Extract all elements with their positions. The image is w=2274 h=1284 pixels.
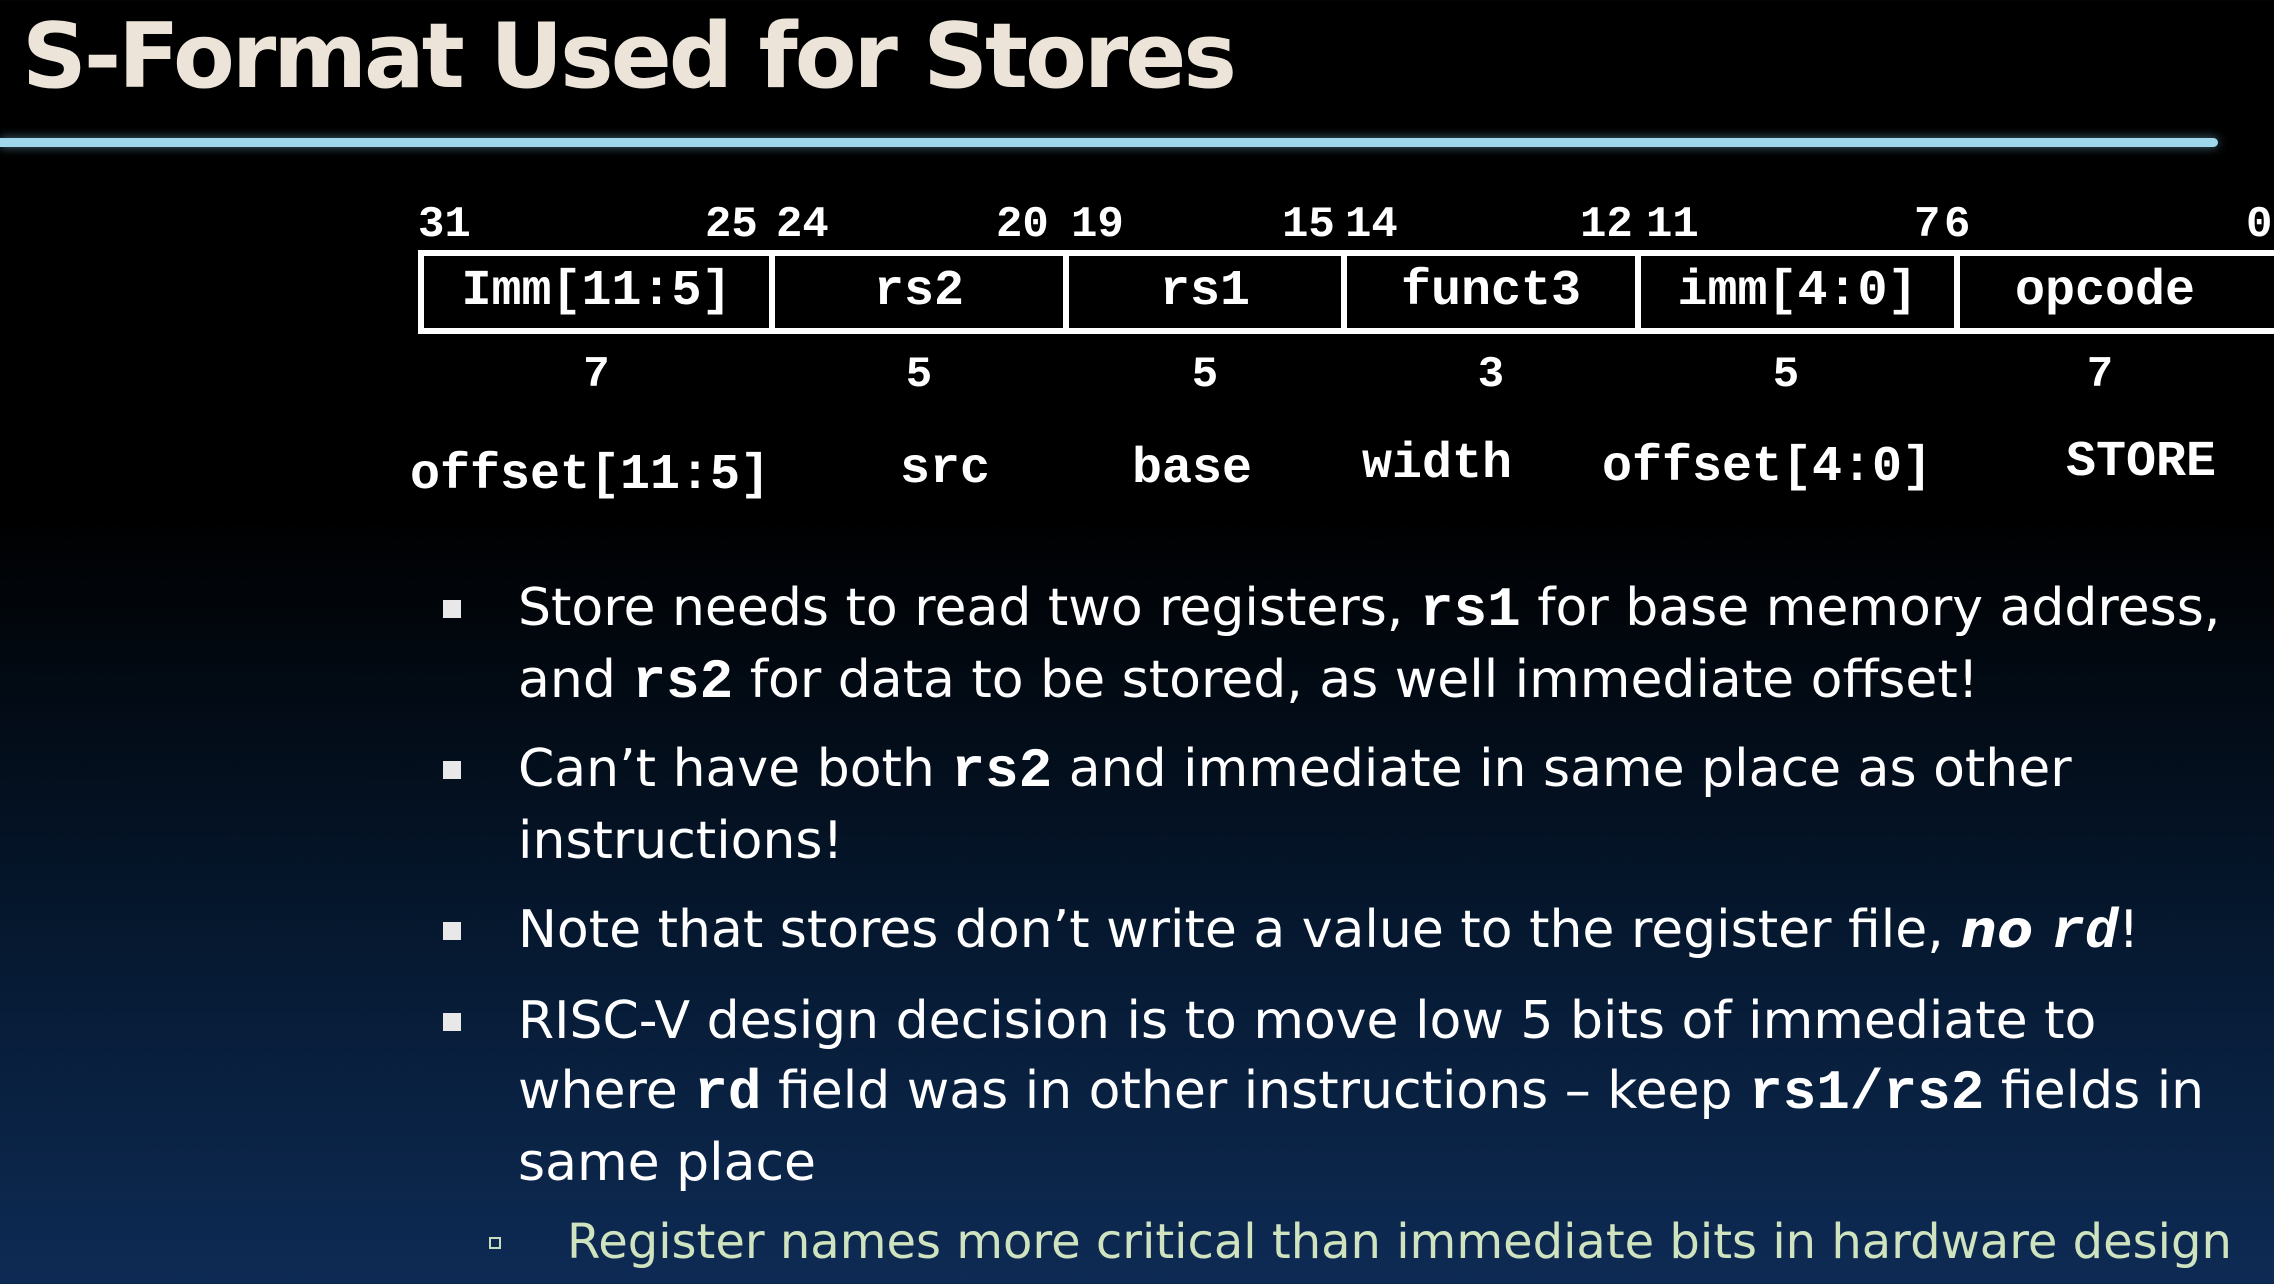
sub-bullet-marker [489,1237,501,1249]
field-divider [1954,250,1960,334]
field-meaning: width [1362,436,1513,493]
field-meaning: offset[11:5] [410,447,771,504]
bullet-marker [443,922,461,940]
bit-number: 31 [418,200,471,250]
bit-number: 25 [705,200,758,250]
field-width: 7 [583,350,610,400]
field-imm-11-5: Imm[11:5] [461,263,732,320]
field-meaning: src [900,441,991,498]
field-meaning: base [1132,441,1253,498]
field-width: 5 [905,350,933,400]
bit-number: 20 [996,200,1049,250]
field-width: 7 [2086,350,2114,400]
bullet-item: Note that stores don’t write a value to … [518,900,2140,964]
slide-title: S-Format Used for Stores [22,4,1237,109]
sub-bullet-item: Register names more critical than immedi… [567,1214,2232,1270]
bit-number: 6 [1944,200,1971,250]
bullet-item: Can’t have both rs2 and immediate in sam… [518,739,2072,871]
field-divider [769,250,775,334]
field-width: 3 [1477,350,1505,400]
bullet-marker [443,600,461,618]
field-funct3: funct3 [1400,263,1582,320]
title-underline [0,138,2218,147]
bit-number: 19 [1071,200,1124,250]
bit-number: 12 [1580,200,1633,250]
bit-number: 24 [776,200,829,250]
bullet-marker [443,1013,461,1031]
field-rs2: rs2 [873,263,964,320]
bit-number: 15 [1282,200,1335,250]
bit-number: 11 [1646,200,1699,250]
bullet-item: RISC-V design decision is to move low 5 … [518,991,2205,1193]
field-imm-4-0: imm[4:0] [1677,263,1918,320]
field-opcode: opcode [2014,263,2196,320]
field-meaning: offset[4:0] [1602,439,1933,496]
bullet-item: Store needs to read two registers, rs1 f… [518,578,2221,714]
field-divider [1341,250,1347,334]
bit-number: 14 [1345,200,1398,250]
bullet-marker [443,761,461,779]
bit-number: 7 [1914,200,1941,250]
field-width: 5 [1772,350,1800,400]
field-rs1: rs1 [1159,263,1250,320]
field-meaning: STORE [2066,434,2217,491]
field-width: 5 [1191,350,1219,400]
bit-number: 0 [2246,200,2273,250]
field-divider [1063,250,1069,334]
field-divider [1635,250,1641,334]
